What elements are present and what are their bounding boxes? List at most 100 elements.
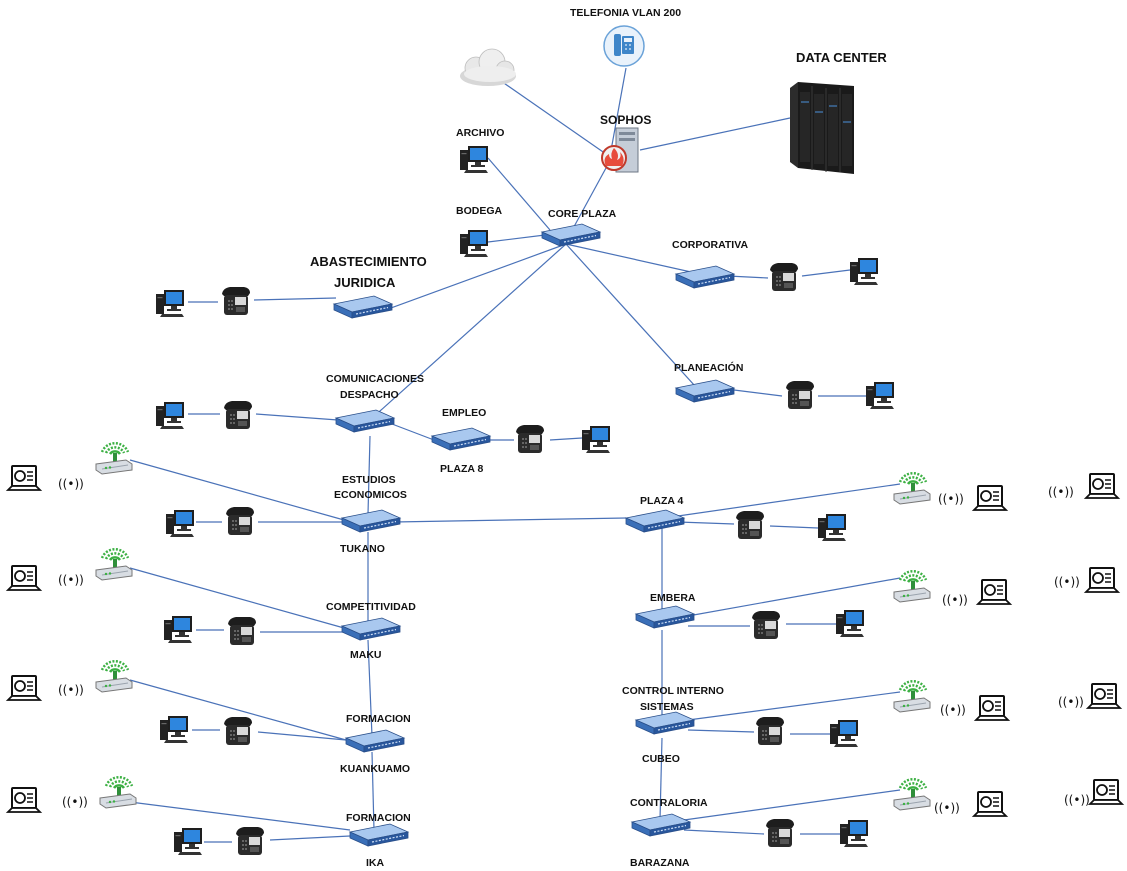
link-core-comunicaciones xyxy=(369,243,567,421)
phone-formacion2-icon xyxy=(236,827,264,855)
pc-contraloria-icon xyxy=(840,820,868,847)
pc-formacion2-icon xyxy=(174,828,202,855)
pc-comunicaciones-icon xyxy=(156,402,184,429)
ap-formacion2-icon xyxy=(98,775,138,810)
link-contra-phone xyxy=(683,829,765,835)
wifi-plaza4-icon: ((•)) xyxy=(938,492,964,506)
ap-contraloria-icon xyxy=(892,777,932,812)
laptop-control-b-icon xyxy=(1087,683,1121,709)
switch-formacion2-icon xyxy=(349,823,409,847)
link-control-phone xyxy=(687,729,755,733)
phone-corporativa-icon xyxy=(770,263,798,291)
link-plan-phone xyxy=(733,389,783,397)
laptop-embera-icon xyxy=(977,579,1011,605)
laptop-control-icon xyxy=(975,695,1009,721)
link-core-corporativa xyxy=(565,243,701,275)
wifi-control-b-icon: ((•)) xyxy=(1058,695,1084,709)
phone-embera-icon xyxy=(752,611,780,639)
empleo-label: EMPLEO xyxy=(442,407,486,419)
switch-abastecimiento-icon xyxy=(333,295,393,319)
link-core-abastecimiento xyxy=(379,243,567,313)
phone-contraloria-icon xyxy=(766,819,794,847)
planeacion-label: PLANEACIÓN xyxy=(674,361,743,374)
pc-corporativa-icon xyxy=(850,258,878,285)
pc-competitividad-icon xyxy=(164,616,192,643)
link-control-contraloria xyxy=(659,737,663,821)
link-plaza4-ap xyxy=(677,483,901,517)
switch-formacion1-icon xyxy=(345,729,405,753)
data-center-label: DATA CENTER xyxy=(796,50,887,65)
link-empleo-pc xyxy=(549,437,583,441)
control-interno-label: CONTROL INTERNO xyxy=(622,685,724,697)
link-com-empleo xyxy=(391,423,435,441)
laptop-competitividad-icon xyxy=(7,565,41,591)
link-core-planeacion xyxy=(565,243,696,387)
link-form1-ap xyxy=(129,679,347,741)
plaza8-label: PLAZA 8 xyxy=(440,463,484,475)
phone-comunicaciones-icon xyxy=(224,401,252,429)
embera-label: EMBERA xyxy=(650,592,696,604)
laptop-plaza4-icon xyxy=(973,485,1007,511)
server-rack-icon xyxy=(790,82,854,174)
laptop-embera-b-icon xyxy=(1085,567,1119,593)
abastecimiento-label: ABASTECIMIENTO xyxy=(310,254,427,269)
pc-empleo-icon xyxy=(582,426,610,453)
link-form2-phone xyxy=(269,835,351,841)
link-corp-phone xyxy=(727,275,769,279)
laptop-formacion1-icon xyxy=(7,675,41,701)
juridica-label: JURIDICA xyxy=(334,275,396,290)
plaza4-label: PLAZA 4 xyxy=(640,495,684,507)
wifi-embera-icon: ((•)) xyxy=(942,593,968,607)
pc-formacion1-icon xyxy=(160,716,188,743)
pc-bodega-icon xyxy=(460,230,488,257)
tukano-label: TUKANO xyxy=(340,543,385,555)
wifi-estudios-icon: ((•)) xyxy=(58,477,84,491)
bodega-label: BODEGA xyxy=(456,205,503,217)
ip-telephony-icon xyxy=(603,25,645,67)
link-abast-phone xyxy=(253,297,337,301)
link-form2-ap xyxy=(129,801,351,831)
phone-plaza4-icon xyxy=(736,511,764,539)
link-estudios-ap xyxy=(129,459,345,521)
link-sophos-core xyxy=(569,167,607,235)
comunicaciones-label: COMUNICACIONES xyxy=(326,373,424,385)
switch-planeacion-icon xyxy=(675,379,735,403)
link-embera-ap xyxy=(687,577,901,617)
barazana-label: BARAZANA xyxy=(630,857,690,869)
wifi-competitividad-icon: ((•)) xyxy=(58,573,84,587)
pc-archivo-icon xyxy=(460,146,488,173)
ap-control-icon xyxy=(892,679,932,714)
firewall-icon xyxy=(601,127,639,173)
switch-competitividad-icon xyxy=(341,617,401,641)
switch-estudios-icon xyxy=(341,509,401,533)
phone-formacion1-icon xyxy=(224,717,252,745)
phone-competitividad-icon xyxy=(228,617,256,645)
kuankuamo-label: KUANKUAMO xyxy=(340,763,410,775)
pc-planeacion-icon xyxy=(866,382,894,409)
estudios-label: ESTUDIOS xyxy=(342,474,396,486)
link-comp-ap xyxy=(129,567,345,629)
link-contra-ap xyxy=(683,789,901,821)
ika-label: IKA xyxy=(366,857,385,869)
switch-contraloria-icon xyxy=(631,813,691,837)
phone-control-icon xyxy=(756,717,784,745)
sistemas-label: SISTEMAS xyxy=(640,701,694,713)
economicos-label: ECONOMICOS xyxy=(334,489,407,501)
phone-empleo-icon xyxy=(516,425,544,453)
wifi-contraloria-b-icon: ((•)) xyxy=(1064,793,1090,807)
pc-abastecimiento-icon xyxy=(156,290,184,317)
laptop-contraloria-icon xyxy=(973,791,1007,817)
link-comp-formacion1 xyxy=(367,639,373,737)
core-plaza-label: CORE PLAZA xyxy=(548,208,617,220)
ap-formacion1-icon xyxy=(94,659,134,694)
switch-comunicaciones-icon xyxy=(335,409,395,433)
switch-plaza4-icon xyxy=(625,509,685,533)
link-estudios-plaza4 xyxy=(393,517,627,523)
ap-plaza4-icon xyxy=(892,471,932,506)
competitividad-label: COMPETITIVIDAD xyxy=(326,601,416,613)
formacion1-label: FORMACION xyxy=(346,713,411,725)
link-telefonia-sophos xyxy=(609,67,627,157)
archivo-label: ARCHIVO xyxy=(456,127,504,139)
link-form1-form2 xyxy=(371,751,375,831)
